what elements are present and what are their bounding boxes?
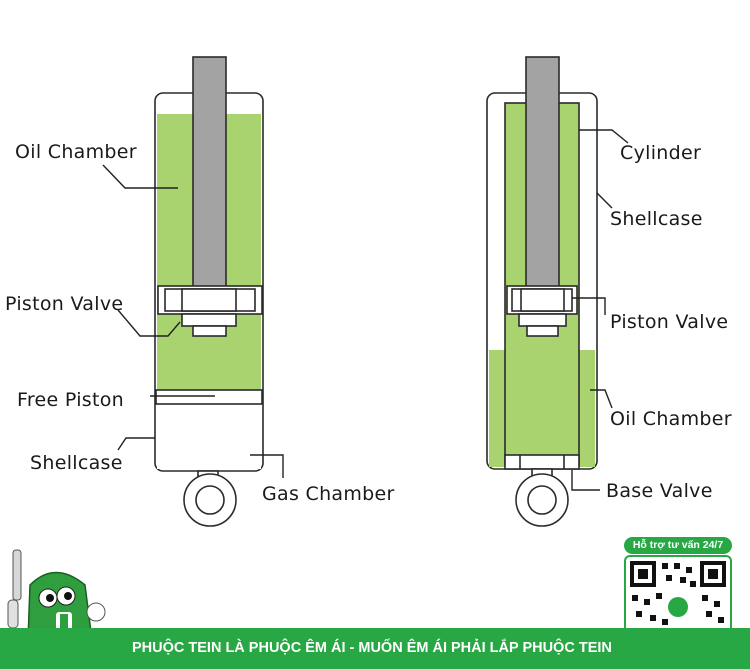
twintube-shock: Cylinder Shellcase Piston Valve Oil Cham… <box>486 56 732 527</box>
promo-banner: PHUỘC TEIN LÀ PHUỘC ÊM ÁI - MUỐN ÊM ÁI P… <box>0 628 750 669</box>
right-piston-valve-core <box>520 288 565 312</box>
label-right-piston-valve: Piston Valve <box>610 311 728 333</box>
shock-absorber-diagram: Oil Chamber Piston Valve Free Piston She… <box>5 56 732 527</box>
leader-right-shellcase <box>596 192 613 209</box>
label-left-oil-chamber: Oil Chamber <box>15 141 137 163</box>
label-left-shellcase: Shellcase <box>30 452 123 474</box>
right-piston-rod <box>525 56 560 289</box>
right-mount-eye-inner <box>527 485 557 515</box>
right-piston-nut-tip <box>526 325 559 337</box>
right-base-valve <box>504 454 580 470</box>
leader-left-piston <box>117 309 181 337</box>
leader-left-shellcase <box>117 437 155 451</box>
leader-left-oil <box>102 164 178 189</box>
left-piston-nut <box>181 313 237 327</box>
promo-banner-text: PHUỘC TEIN LÀ PHUỘC ÊM ÁI - MUỐN ÊM ÁI P… <box>132 640 612 656</box>
support-badge: Hỗ trợ tư vấn 24/7 <box>624 537 732 554</box>
leader-right-piston <box>572 297 606 315</box>
leader-right-base <box>571 470 600 491</box>
label-left-gas-chamber: Gas Chamber <box>262 483 395 505</box>
label-right-base-valve: Base Valve <box>606 480 713 502</box>
left-mount-eye-inner <box>195 485 225 515</box>
left-piston-valve-core <box>181 288 237 312</box>
label-right-shellcase: Shellcase <box>610 208 703 230</box>
label-left-piston-valve: Piston Valve <box>5 293 123 315</box>
left-piston-rod <box>192 56 227 289</box>
right-piston-nut <box>518 313 567 327</box>
leader-left-gas <box>250 454 284 478</box>
label-left-free-piston: Free Piston <box>17 389 124 411</box>
left-gas-chamber <box>157 405 261 469</box>
left-free-piston <box>155 389 263 405</box>
monotube-shock: Oil Chamber Piston Valve Free Piston She… <box>5 56 395 527</box>
label-right-oil-chamber: Oil Chamber <box>610 408 732 430</box>
leader-right-cylinder <box>579 129 629 144</box>
leader-right-oil <box>590 389 613 409</box>
label-right-cylinder: Cylinder <box>620 142 701 164</box>
left-piston-nut-tip <box>192 325 227 337</box>
